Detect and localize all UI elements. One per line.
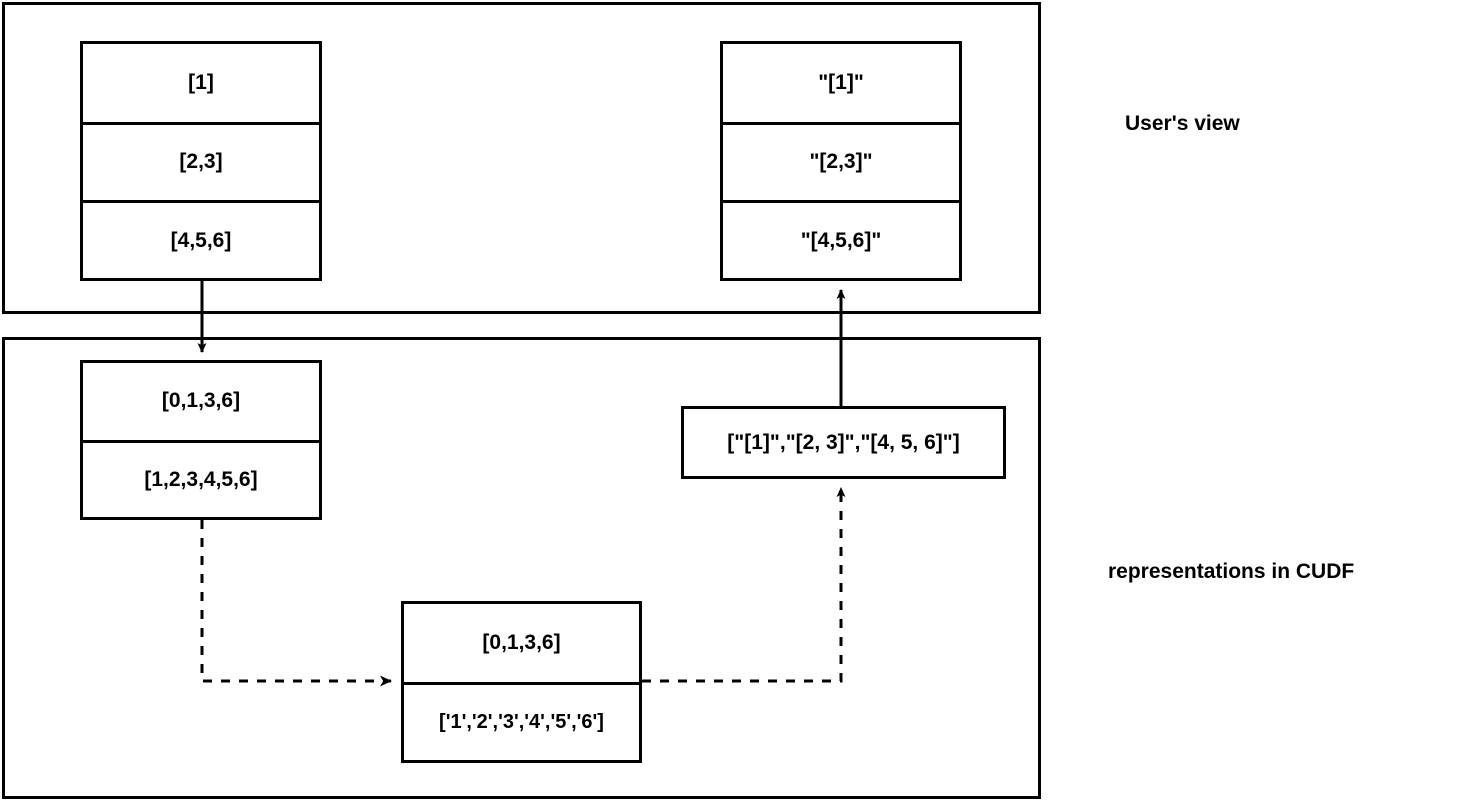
cudf-representations-panel <box>2 337 1041 799</box>
cudf-string-offsets-cell-0: [0,1,3,6] <box>404 604 639 683</box>
user-list-column: [1] [2,3] [4,5,6] <box>80 41 322 281</box>
users-view-panel <box>2 2 1041 314</box>
cudf-string-list-cell-0: ["[1]","[2, 3]","[4, 5, 6]"] <box>684 409 1003 476</box>
cudf-list-offsets-box: [0,1,3,6] [1,2,3,4,5,6] <box>80 360 322 520</box>
user-string-cell-2: "[4,5,6]" <box>723 199 959 279</box>
cudf-list-offsets-cell-0: [0,1,3,6] <box>83 363 319 440</box>
cudf-representations-label: representations in CUDF <box>1108 560 1355 583</box>
user-list-cell-0: [1] <box>83 44 319 122</box>
user-list-cell-2: [4,5,6] <box>83 199 319 279</box>
users-view-label: User's view <box>1125 112 1240 135</box>
user-string-cell-0: "[1]" <box>723 44 959 122</box>
cudf-string-offsets-box: [0,1,3,6] ['1','2','3','4','5','6'] <box>401 601 642 763</box>
user-list-cell-1: [2,3] <box>83 121 319 200</box>
user-string-column: "[1]" "[2,3]" "[4,5,6]" <box>720 41 962 281</box>
cudf-list-offsets-cell-1: [1,2,3,4,5,6] <box>83 439 319 517</box>
user-string-cell-1: "[2,3]" <box>723 121 959 200</box>
cudf-string-list-box: ["[1]","[2, 3]","[4, 5, 6]"] <box>681 406 1006 479</box>
cudf-string-offsets-cell-1: ['1','2','3','4','5','6'] <box>404 682 639 760</box>
